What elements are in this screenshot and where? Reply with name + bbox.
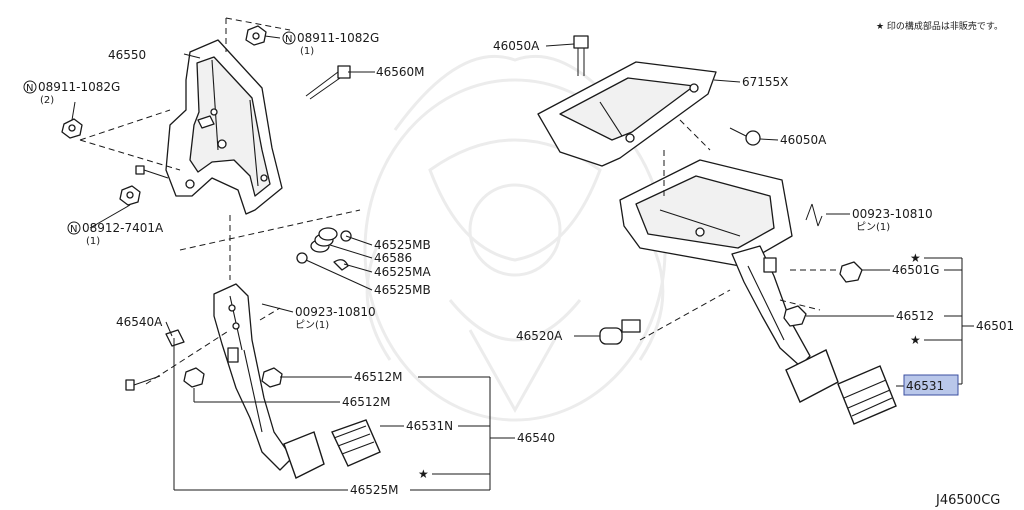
pedal-46540-drawing (213, 283, 293, 471)
pad-right-plain-drawing (785, 349, 839, 403)
label-46531N: 46531N (406, 419, 453, 433)
label-00923-left-sub: ピン(1) (295, 319, 329, 331)
n-circle-icon (67, 221, 81, 235)
label-08912-qty: (1) (86, 236, 100, 247)
spring-46586-drawing (310, 227, 338, 253)
nut-08912-drawing (119, 185, 141, 206)
label-46540: 46540 (517, 431, 555, 445)
diagram-code: J46500CG (935, 493, 1000, 508)
bolt-46050A-top-drawing (573, 35, 589, 76)
label-67155X: 67155X (742, 75, 788, 89)
pin-00923-right-drawing (805, 203, 823, 227)
label-00923-left: 00923-10810 (295, 305, 376, 319)
label-08911-top: 08911-1082G (297, 31, 379, 45)
label-46525MB-b: 46525MB (374, 283, 431, 297)
label-46501: 46501 (976, 319, 1014, 333)
bracket-67155X-drawing (537, 61, 717, 167)
label-46525MA: 46525MA (374, 265, 432, 279)
bolt-46050A-right-drawing (729, 127, 761, 146)
label-46531[interactable]: 46531 (906, 379, 944, 393)
label-08911-left: 08911-1082G (38, 80, 120, 94)
bolt-46560M-drawing (305, 65, 351, 100)
label-46512M-b: 46512M (342, 395, 391, 409)
label-46540A: 46540A (116, 315, 163, 329)
label-46501G: 46501G (892, 263, 939, 277)
label-00923-right-sub: ピン(1) (856, 221, 890, 233)
label-46512M-a: 46512M (354, 370, 403, 384)
label-46050A-top: 46050A (493, 39, 540, 53)
label-08911-left-qty: (2) (40, 95, 54, 106)
n-circle-icon (282, 31, 296, 45)
label-08912: 08912-7401A (82, 221, 164, 235)
label-08911-top-qty: (1) (300, 46, 314, 57)
star-marker-right-bottom: ★ (910, 333, 921, 347)
n-circle-icon (23, 80, 37, 94)
star-marker-left: ★ (418, 467, 429, 481)
bracket-46540A-drawing (165, 329, 185, 347)
star-marker-right-top: ★ (910, 251, 921, 265)
stopper-46512-drawing (783, 305, 807, 327)
label-46512: 46512 (896, 309, 934, 323)
n-symbol-left: N (26, 83, 33, 94)
n-symbol-top: N (285, 34, 292, 45)
bushing-46525MB-bottom-drawing (296, 252, 308, 264)
non-sale-note: ★ 印の構成部品は非販売です。 (876, 20, 1003, 32)
label-46525M: 46525M (350, 483, 399, 497)
stopper-46512M-b-drawing (183, 367, 205, 388)
label-46550: 46550 (108, 48, 146, 62)
label-46560M: 46560M (376, 65, 425, 79)
leader-lines (71, 35, 974, 491)
nut-08911-top-drawing (245, 25, 267, 46)
switch-46520A-drawing (599, 319, 641, 345)
label-46520A: 46520A (516, 329, 563, 343)
bolt-left-small-drawing (135, 165, 169, 179)
stopper-46512M-a-drawing (261, 367, 283, 388)
label-46525MB-a: 46525MB (374, 238, 431, 252)
label-46586: 46586 (374, 251, 412, 265)
highlight-46531-box (903, 374, 959, 396)
pedal-box-drawing (619, 159, 793, 267)
nut-08911-left-drawing (61, 118, 83, 139)
label-46050A-right: 46050A (780, 133, 827, 147)
stopper-46501G-drawing (839, 261, 863, 283)
pad-46531N-drawing (331, 419, 381, 467)
pad-46531-drawing (837, 365, 897, 425)
bracket-46550-drawing (165, 39, 283, 215)
pad-left-plain-drawing (283, 431, 325, 479)
label-00923-right: 00923-10810 (852, 207, 933, 221)
clip-46525MA-drawing (333, 259, 349, 271)
n-symbol-08912: N (70, 224, 77, 235)
